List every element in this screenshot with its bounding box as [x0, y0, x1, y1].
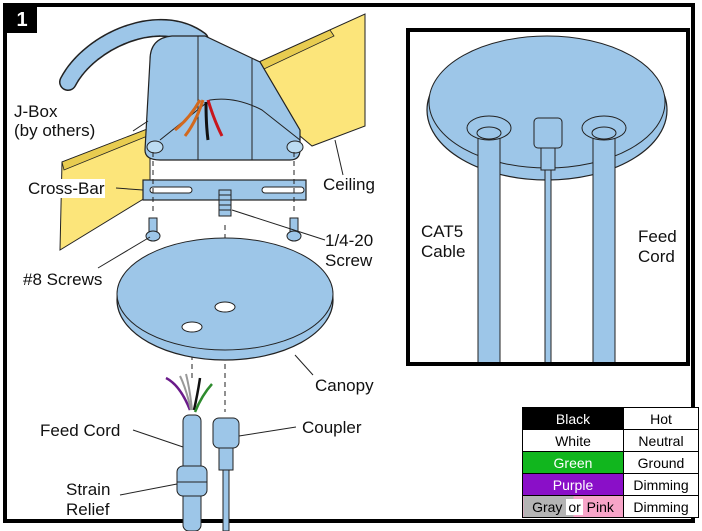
junction-box [144, 35, 304, 161]
alignment-lines [152, 152, 295, 412]
legend-color-pink: Pink [586, 498, 614, 515]
label-quarter-20-screw: Screw [325, 251, 373, 270]
inset-detail [406, 28, 690, 366]
label-inset-cable: Cable [421, 242, 466, 261]
legend-row: Black Hot [522, 407, 699, 430]
label-inset-cord: Cord [638, 247, 675, 266]
label-inset-cat5: CAT5 [421, 222, 464, 241]
legend-row: Gray or Pink Dimming [522, 495, 699, 518]
legend-row: Purple Dimming [522, 473, 699, 496]
legend-color: Gray or Pink [522, 495, 624, 518]
label-strain: Strain [66, 480, 111, 499]
legend-row: Green Ground [522, 451, 699, 474]
legend-or: or [566, 498, 583, 515]
label-8-screws: #8 Screws [23, 270, 103, 289]
screw-left [145, 217, 161, 242]
leader-lines [97, 120, 654, 496]
threaded-stud [218, 189, 232, 217]
legend-color: White [522, 429, 624, 452]
legend-function: Neutral [623, 429, 699, 452]
feed-cord [176, 414, 208, 531]
label-ceiling: Ceiling [323, 175, 375, 194]
label-quarter-20: 1/4-20 [325, 231, 374, 250]
label-feed-cord: Feed Cord [40, 421, 121, 440]
label-relief: Relief [66, 500, 110, 519]
diagram-frame [3, 3, 695, 523]
label-coupler: Coupler [302, 418, 362, 437]
legend-function: Ground [623, 451, 699, 474]
label-inset-feed: Feed [638, 227, 677, 246]
screw-right [286, 217, 302, 242]
legend-color-gray: Gray [532, 498, 563, 515]
legend-function: Dimming [623, 495, 699, 518]
legend-color: Purple [522, 473, 624, 496]
coupler [212, 417, 240, 531]
label-jbox: J-Box [14, 102, 58, 121]
label-cross-bar: Cross-Bar [28, 179, 105, 198]
wire-color-legend: Black Hot White Neutral Green Ground Pur… [522, 407, 699, 518]
step-number-badge: 1 [7, 7, 37, 33]
label-canopy: Canopy [315, 376, 374, 395]
canopy [116, 237, 334, 361]
legend-row: White Neutral [522, 429, 699, 452]
jbox-wires [174, 99, 224, 141]
legend-function: Hot [623, 407, 699, 430]
legend-function: Dimming [623, 473, 699, 496]
feed-cord-wires [165, 373, 213, 413]
label-jbox-note: (by others) [14, 121, 96, 140]
legend-color: Green [522, 451, 624, 474]
legend-color: Black [522, 407, 624, 430]
